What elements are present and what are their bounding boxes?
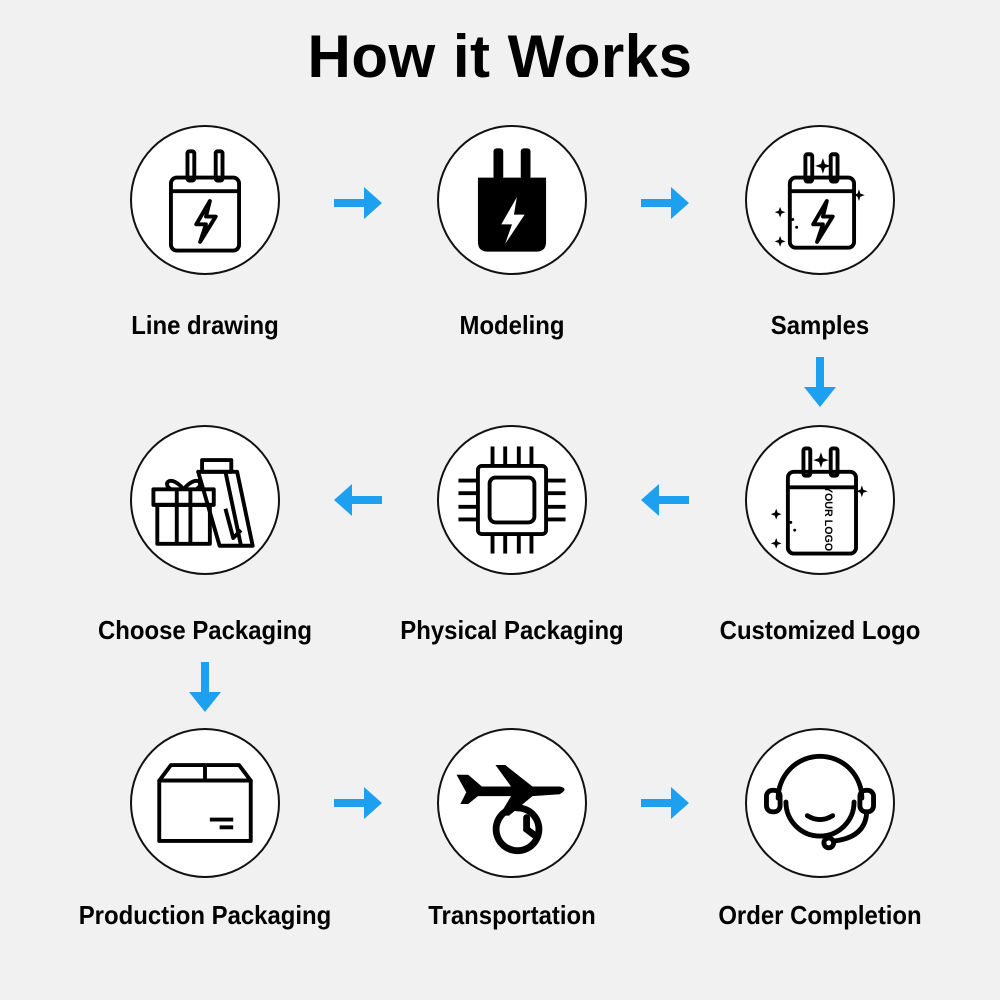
step-label-order-completion: Order Completion — [718, 900, 922, 930]
step-circle-samples — [745, 125, 895, 275]
gift-bag-icon — [151, 458, 255, 548]
step-label-choose-packaging: Choose Packaging — [97, 615, 313, 645]
step-circle-transportation — [437, 728, 587, 878]
airplane-clock-icon — [456, 765, 565, 855]
flow-arrow-right — [637, 775, 693, 831]
charger-sparkle-icon — [774, 152, 865, 250]
flow-arrow-right — [330, 775, 386, 831]
step-label-transportation: Transportation — [428, 900, 596, 930]
flow-arrow-down — [792, 355, 848, 411]
flow-arrow-down — [177, 660, 233, 716]
step-circle-choose-packaging — [130, 425, 280, 575]
step-circle-line-drawing — [130, 125, 280, 275]
box-icon — [157, 763, 253, 843]
flow-arrow-right — [330, 175, 386, 231]
step-label-customized-logo: Customized Logo — [719, 615, 921, 645]
step-circle-modeling — [437, 125, 587, 275]
step-label-samples: Samples — [770, 310, 870, 340]
logo-text: YOUR LOGO — [822, 486, 834, 551]
flow-arrow-left — [330, 472, 386, 528]
charger-logo-icon: YOUR LOGO — [770, 446, 868, 556]
step-label-line-drawing: Line drawing — [131, 310, 279, 340]
step-label-production-packaging: Production Packaging — [78, 900, 332, 930]
step-circle-order-completion — [745, 728, 895, 878]
headset-icon — [764, 753, 876, 851]
step-label-modeling: Modeling — [459, 310, 565, 340]
page-title: How it Works — [307, 23, 693, 90]
step-circle-physical-packaging — [437, 425, 587, 575]
step-label-physical-packaging: Physical Packaging — [400, 615, 624, 645]
flow-arrow-right — [637, 175, 693, 231]
charger-outline-icon — [168, 149, 242, 253]
step-circle-production-packaging — [130, 728, 280, 878]
charger-solid-icon — [477, 148, 547, 252]
step-circle-customized-logo: YOUR LOGO — [745, 425, 895, 575]
flow-arrow-left — [637, 472, 693, 528]
chip-icon — [458, 446, 566, 554]
